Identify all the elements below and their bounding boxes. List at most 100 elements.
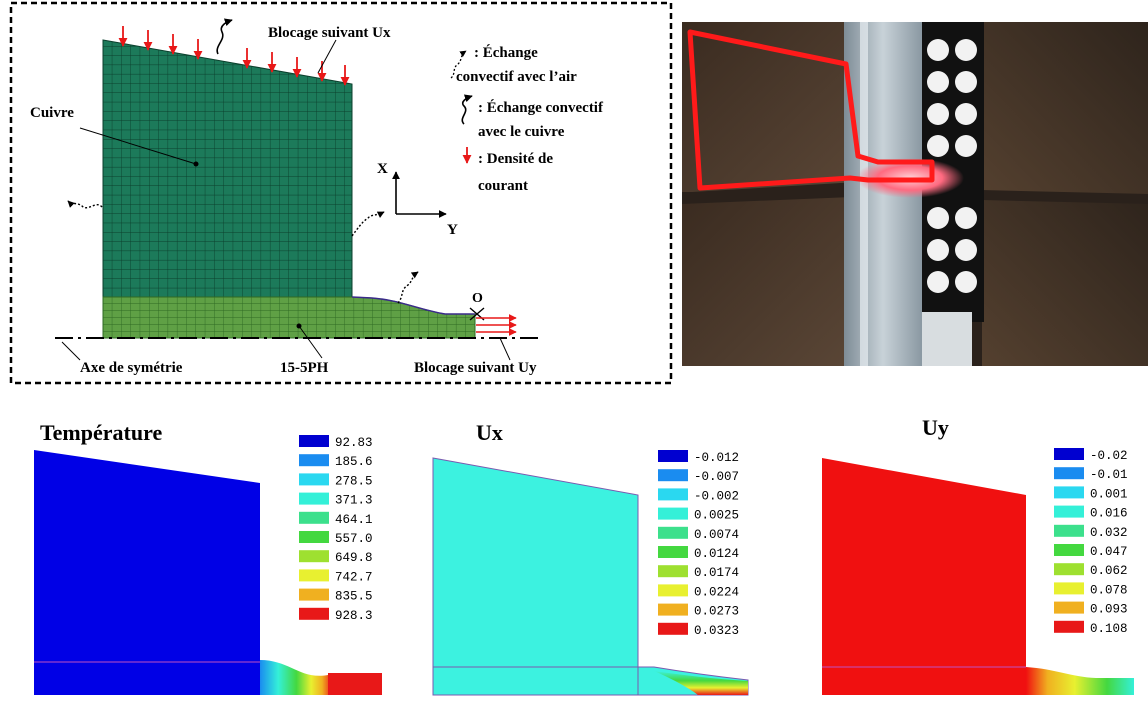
- cuivre-leader: [79, 127, 197, 165]
- legend-value: 0.0323: [694, 624, 739, 638]
- temperature-field-panel: Température 92.83 185.6 278.5 371.3 464.1 557…: [34, 420, 382, 695]
- legend-value: 0.0174: [694, 566, 739, 580]
- field-body: [822, 458, 1026, 695]
- legend-current-line1: : Densité de: [478, 151, 553, 167]
- axe-leader: [61, 341, 81, 361]
- legend-copper-icon: [461, 94, 473, 125]
- blocage-ux-leader: [317, 39, 337, 74]
- legend-air-line1: : Échange: [474, 44, 538, 61]
- legend-swatch: [658, 622, 688, 635]
- legend-swatch: [299, 569, 329, 582]
- legend-value: 371.3: [335, 494, 373, 508]
- legend-value: 0.016: [1090, 507, 1128, 521]
- copper-mesh: [102, 39, 353, 298]
- field-body: [34, 450, 260, 695]
- fe-model-schematic: Blocage suivant Ux Cuivre X Y O Axe de s…: [9, 1, 673, 385]
- legend-swatch: [1054, 505, 1084, 518]
- legend-swatch: [299, 511, 329, 524]
- legend-copper-line1: : Échange convectif: [478, 99, 604, 116]
- legend-swatch: [658, 526, 688, 539]
- legend-value: 0.032: [1090, 526, 1128, 540]
- legend-swatch: [1054, 601, 1084, 614]
- legend-swatch: [1054, 563, 1084, 576]
- field-body: [432, 457, 639, 696]
- legend-value: 0.108: [1090, 622, 1128, 636]
- legend-swatch: [658, 469, 688, 482]
- legend-swatch: [658, 565, 688, 578]
- legend-swatch: [299, 435, 329, 447]
- legend-value: 0.062: [1090, 564, 1128, 578]
- legend-value: 0.093: [1090, 603, 1128, 617]
- legend-value: 0.047: [1090, 545, 1128, 559]
- legend-value: 92.83: [335, 436, 373, 450]
- field-step: [1026, 667, 1134, 695]
- coordinate-axes: [392, 171, 447, 218]
- field-legend: 92.83 185.6 278.5 371.3 464.1 557.0 649.8 742.7…: [299, 435, 373, 623]
- convective-air-arrow-right: [351, 211, 385, 237]
- legend-swatch: [658, 488, 688, 501]
- legend-value: 278.5: [335, 474, 373, 488]
- field-title: Température: [40, 420, 162, 445]
- legend-value: 0.0273: [694, 605, 739, 619]
- legend-value: 0.0224: [694, 585, 739, 599]
- legend-swatch: [299, 492, 329, 505]
- axis-y-label: Y: [447, 222, 458, 238]
- legend-value: 928.3: [335, 609, 373, 623]
- legend-value: 185.6: [335, 455, 373, 469]
- current-density-arrows: [118, 26, 350, 86]
- convective-copper-arrow: [216, 18, 233, 55]
- legend-swatch: [658, 546, 688, 558]
- legend-value: -0.007: [694, 470, 739, 484]
- cuivre-point: [193, 161, 199, 167]
- legend-swatch: [1054, 582, 1084, 595]
- legend-swatch: [658, 603, 688, 616]
- label-blocage-ux: Blocage suivant Ux: [268, 25, 391, 41]
- contact-edge: [351, 296, 475, 315]
- legend-swatch: [299, 454, 329, 467]
- field-title: Ux: [476, 420, 503, 445]
- model-zone-outline: [687, 29, 935, 191]
- legend-swatch: [299, 588, 329, 601]
- field-legend: -0.02 -0.01 0.001 0.016 0.032 0.047 0.062 0.078…: [1054, 448, 1128, 636]
- perforation-holes: [927, 39, 977, 293]
- left-electrode-top: [682, 22, 857, 192]
- legend-swatch: [658, 450, 688, 462]
- legend-value: 0.0124: [694, 547, 739, 561]
- legend-value: 557.0: [335, 532, 373, 546]
- legend-swatch: [1054, 467, 1084, 480]
- legend-value: 464.1: [335, 513, 373, 527]
- legend-value: -0.01: [1090, 468, 1128, 482]
- legend-value: 0.078: [1090, 583, 1128, 597]
- steel-mesh: [102, 296, 476, 339]
- legend-swatch: [658, 584, 688, 597]
- legend-value: 0.0074: [694, 528, 739, 542]
- label-axe-symetrie: Axe de symétrie: [80, 360, 183, 376]
- left-electrode-bottom: [682, 197, 852, 366]
- field-step: [260, 660, 333, 695]
- legend-value: 742.7: [335, 570, 373, 584]
- legend-value: -0.02: [1090, 449, 1128, 463]
- material-leader: [298, 325, 323, 359]
- experimental-setup-photo: [682, 22, 1148, 366]
- label-blocage-uy: Blocage suivant Uy: [414, 360, 537, 376]
- convective-air-arrow-step: [397, 271, 419, 304]
- legend-copper-line2: avec le cuivre: [478, 124, 565, 140]
- right-electrode-top: [982, 22, 1148, 194]
- legend-value: 649.8: [335, 551, 373, 565]
- legend-value: 0.001: [1090, 487, 1128, 501]
- point-o-label: O: [472, 291, 483, 306]
- ux-field-panel: Ux -0.012-0.007-0.0020.00250.00740.01240…: [432, 420, 749, 696]
- legend-current-line2: courant: [478, 178, 528, 194]
- outlet-current-arrows: [476, 314, 517, 336]
- legend-swatch: [1054, 486, 1084, 499]
- legend-swatch: [1054, 620, 1084, 633]
- legend-swatch: [1054, 524, 1084, 537]
- schematic-frame: [9, 1, 673, 385]
- field-legend: -0.012-0.007-0.0020.00250.00740.01240.01…: [658, 450, 739, 638]
- legend-value: -0.012: [694, 451, 739, 465]
- field-gradient-zone: [654, 671, 748, 695]
- uy-field-panel: Uy -0.02 -0.01 0.001 0.016 0.032 0.047 0.062 0.…: [822, 415, 1134, 695]
- legend-swatch: [299, 531, 329, 543]
- field-title: Uy: [922, 415, 949, 440]
- legend-swatch: [658, 507, 688, 520]
